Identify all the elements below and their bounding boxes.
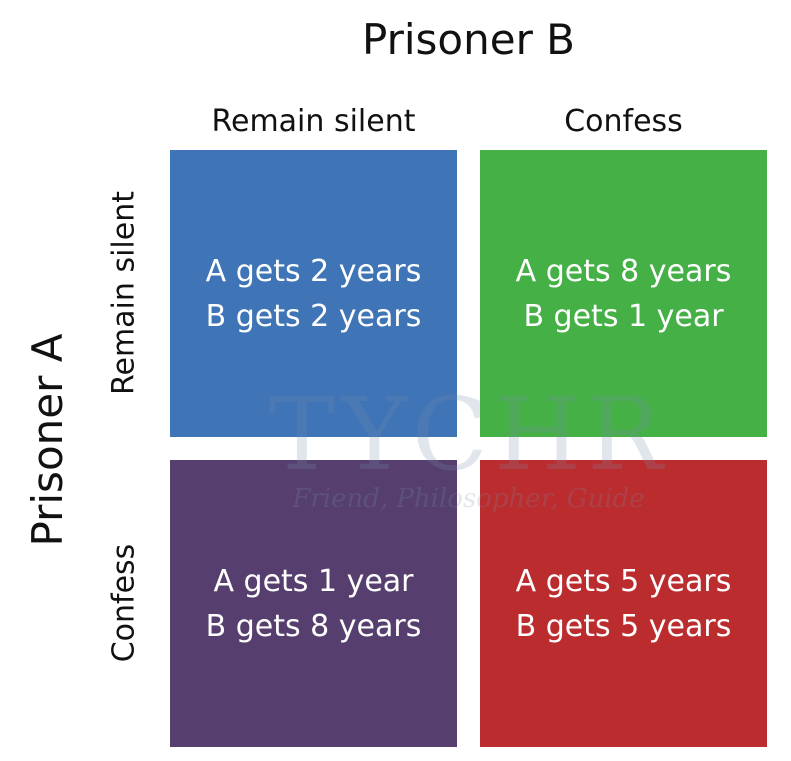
cell-outcome-b: B gets 5 years — [515, 608, 732, 644]
cell-outcome-a: A gets 2 years — [205, 253, 422, 289]
cell-outcome-b: B gets 8 years — [205, 608, 422, 644]
cell-outcome-a: A gets 1 year — [213, 563, 414, 599]
cell-silent-confess: A gets 8 years B gets 1 year — [480, 150, 767, 437]
prisoner-b-title: Prisoner B — [362, 15, 575, 64]
column-label-confess: Confess — [564, 104, 683, 139]
cell-silent-silent: A gets 2 years B gets 2 years — [170, 150, 457, 437]
cell-confess-silent: A gets 1 year B gets 8 years — [170, 460, 457, 747]
cell-outcome-a: A gets 5 years — [515, 563, 732, 599]
row-label-remain-silent: Remain silent — [106, 191, 142, 395]
cell-outcome-b: B gets 2 years — [205, 298, 422, 334]
cell-confess-confess: A gets 5 years B gets 5 years — [480, 460, 767, 747]
column-label-remain-silent: Remain silent — [211, 104, 416, 139]
prisoner-a-title: Prisoner A — [23, 333, 72, 547]
cell-outcome-b: B gets 1 year — [523, 298, 724, 334]
cell-outcome-a: A gets 8 years — [515, 253, 732, 289]
row-label-confess: Confess — [106, 543, 142, 663]
